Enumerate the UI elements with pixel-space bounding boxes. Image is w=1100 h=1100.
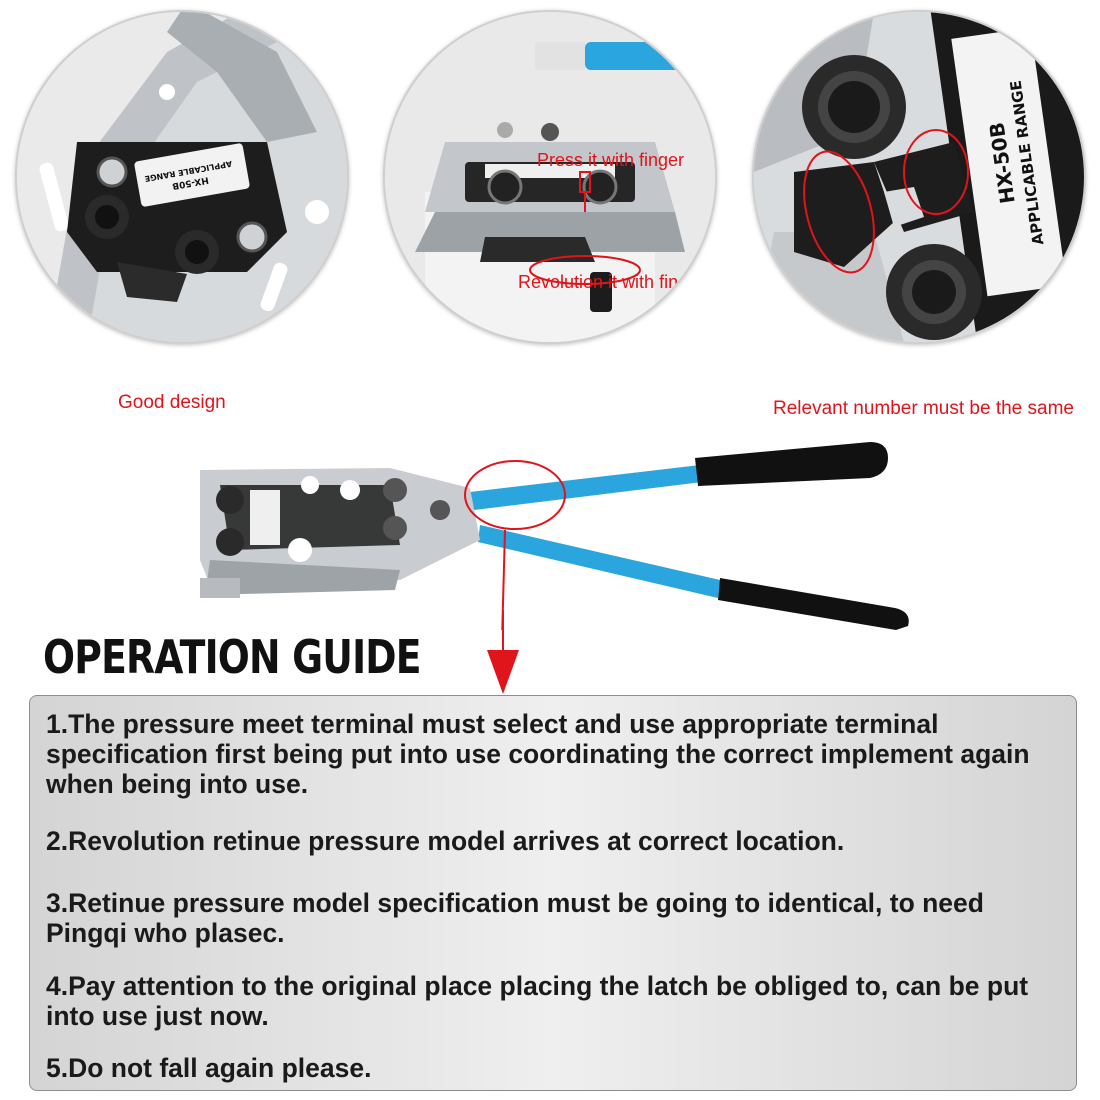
crimper-tool-image [200, 442, 909, 630]
detail-circle-relevant-number: HX-50B APPLICABLE RANGE [752, 10, 1086, 344]
guide-title: OPERATION GUIDE [43, 630, 422, 684]
detail-circle-press-revolution: Press it with finger Revolution it with … [383, 10, 717, 344]
guide-panel: 1.The pressure meet terminal must select… [29, 695, 1077, 1091]
guide-step-5: 5.Do not fall again please. [46, 1053, 372, 1083]
guide-step-1: 1.The pressure meet terminal must select… [46, 709, 1030, 799]
detail-circle-good-design: HX-50B APPLICABLE RANGE [15, 10, 349, 344]
crimper-die-closeup-image: HX-50B APPLICABLE RANGE [754, 12, 1084, 342]
guide-step-3: 3.Retinue pressure model specification m… [46, 888, 984, 948]
guide-step-2: 2.Revolution retinue pressure model arri… [46, 826, 845, 856]
red-arrow-down-icon [487, 610, 519, 694]
guide-step-4: 4.Pay attention to the original place pl… [46, 971, 1029, 1031]
press-finger-caption: Press it with finger [537, 150, 685, 170]
good-design-caption: Good design [118, 392, 226, 413]
crimper-rotation-closeup-image [385, 12, 715, 342]
revolution-finger-caption: Revolution it with finger [518, 272, 705, 292]
crimper-head-closeup-image: HX-50B APPLICABLE RANGE [17, 12, 347, 342]
relevant-number-caption: Relevant number must be the same [773, 398, 1074, 419]
